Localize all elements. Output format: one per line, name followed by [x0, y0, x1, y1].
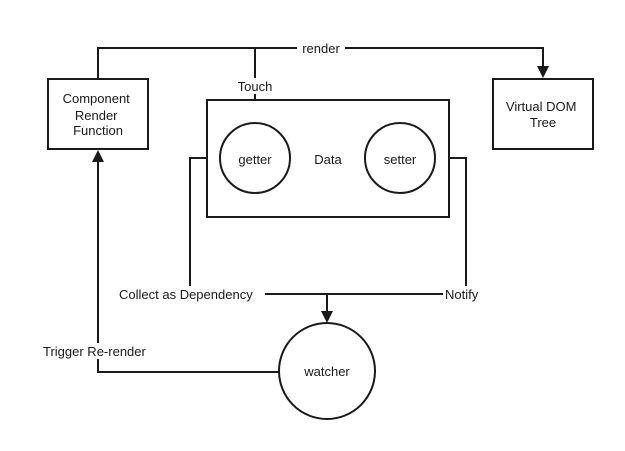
- watcher-label: watcher: [303, 364, 350, 379]
- virtual-dom-tree-box: [492, 78, 594, 150]
- notify-connector: [327, 157, 467, 295]
- watcher-node: [278, 322, 376, 420]
- watcher-arrowhead: [321, 311, 333, 323]
- touch-label: Touch: [238, 79, 273, 94]
- trigger-rerender-arrowhead: [92, 150, 104, 162]
- render-label: render: [302, 41, 340, 56]
- trigger-rerender-label-bg: [41, 343, 157, 359]
- trigger-rerender-label: Trigger Re-render: [43, 344, 147, 359]
- collect-dependency-label-bg: [117, 286, 265, 302]
- data-label: Data: [314, 152, 342, 167]
- trigger-rerender-connector: [97, 160, 279, 373]
- render-arrowhead: [537, 66, 549, 78]
- setter-label: setter: [384, 152, 417, 167]
- getter-node: [219, 122, 291, 194]
- component-render-function-label: Component Render Function: [63, 91, 134, 138]
- setter-node: [364, 122, 436, 194]
- virtual-dom-tree-label: Virtual DOM Tree: [506, 99, 580, 130]
- collect-dependency-label: Collect as Dependency: [119, 287, 253, 302]
- render-label-bg: [297, 40, 345, 56]
- notify-label-bg: [443, 286, 487, 302]
- notify-label: Notify: [445, 287, 479, 302]
- component-render-function-box: [47, 78, 149, 150]
- touch-label-bg: [232, 78, 278, 94]
- getter-label: getter: [238, 152, 272, 167]
